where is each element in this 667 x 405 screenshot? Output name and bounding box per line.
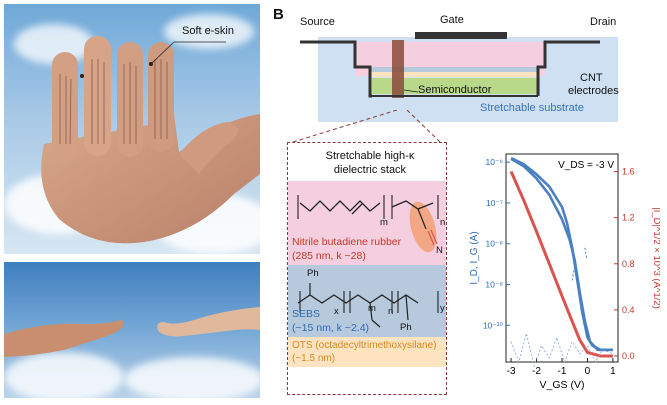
sebs-ph-top: Ph <box>307 268 319 279</box>
sebs-n: n <box>388 306 394 317</box>
nbr-m: m <box>380 217 388 228</box>
ots-section <box>288 337 446 367</box>
y-right-axis-label: |I_D|^1/2 × 10^3 (A^1/2) <box>651 207 660 309</box>
sebs-ph-bottom: Ph <box>400 322 412 333</box>
hands-touching-photo <box>4 262 260 398</box>
y-right-tick-label: 1.2 <box>622 213 635 223</box>
y-right-tick-label: 0.0 <box>622 351 635 361</box>
hand-illustration <box>41 36 260 244</box>
nbr-props: (285 nm, k ~28) <box>292 250 366 262</box>
x-tick-label: 0 <box>585 366 591 377</box>
drain-label: Drain <box>590 16 617 28</box>
electrodes-label: electrodes <box>568 85 619 97</box>
nbr-structure <box>297 195 439 253</box>
nbr-nitrogen: N <box>436 245 443 256</box>
stack-title-1: Stretchable high-κ <box>325 150 415 162</box>
y-right-tick-label: 1.6 <box>622 167 635 177</box>
y-right-tick-label: 0.4 <box>622 305 635 315</box>
series-i-d-forward- <box>510 156 613 352</box>
plot-frame <box>505 153 619 363</box>
stack-title-2: dielectric stack <box>333 164 407 176</box>
hands-illustration <box>4 307 260 357</box>
ots-props: (~1.5 nm) <box>292 353 336 364</box>
dielectric-stack-box <box>287 142 447 395</box>
cnt-label: CNT <box>580 72 603 84</box>
gate-label: Gate <box>440 14 464 26</box>
sebs-x: x <box>334 306 339 317</box>
y-left-tick-label: 10⁻⁶ <box>486 157 503 167</box>
source-label: Source <box>300 16 335 28</box>
nbr-name: Nitrile butadiene rubber <box>292 236 402 248</box>
nbr-n: n <box>440 217 446 228</box>
sebs-m: m <box>368 303 376 314</box>
ots-layer <box>370 72 538 77</box>
x-axis-label: V_GS (V) <box>540 379 585 391</box>
y-left-tick-label: 10⁻⁷ <box>486 198 503 208</box>
ots-name: OTS (octadecyltrimethoxysilane) <box>292 340 437 351</box>
sebs-props: (~15 nm, k ~2.4) <box>292 322 370 334</box>
device-cross-section <box>300 32 618 122</box>
transfer-chart: -3 -2 -1 0 1 10⁻⁶ 10⁻⁷ 10⁻⁸ 10⁻⁹ 10⁻¹⁰ 1.6 1.2 0.8 0.… <box>468 140 662 395</box>
sebs-y: y <box>440 303 445 314</box>
zoom-lines <box>292 110 441 143</box>
sweep-arrow-up <box>571 268 575 281</box>
gate-electrode <box>415 32 507 39</box>
sebs-name: SEBS <box>292 308 321 320</box>
hand-photo <box>4 4 260 254</box>
transfer-chart-svg: -3 -2 -1 0 1 10⁻⁶ 10⁻⁷ 10⁻⁸ 10⁻⁹ 10⁻¹⁰ 1.6 1.2 0.8 0.… <box>469 153 662 391</box>
substrate-label: Stretchable substrate <box>480 102 584 114</box>
y-left-axis-label: I_D, I_G (A) <box>469 231 480 284</box>
x-tick-label: -1 <box>558 366 567 377</box>
x-tick-label: -3 <box>507 366 516 377</box>
series-i-d-reverse- <box>510 157 613 352</box>
soft-eskin-callout: Soft e-skin <box>182 25 234 37</box>
y-left-tick-label: 10⁻¹⁰ <box>483 320 504 330</box>
drain-electrode <box>536 40 600 96</box>
panel-label-b: B <box>273 6 284 23</box>
y-right-tick-label: 0.8 <box>622 259 635 269</box>
vds-annotation: V_DS = -3 V <box>558 160 614 171</box>
y-left-tick-label: 10⁻⁸ <box>485 239 503 249</box>
y-left-tick-label: 10⁻⁹ <box>485 280 503 290</box>
semiconductor-label: Semiconductor <box>418 84 492 96</box>
semiconductor-layer <box>372 78 540 94</box>
sweep-arrow-down <box>584 247 588 260</box>
sebs-layer <box>370 67 538 72</box>
x-tick-label: -2 <box>532 366 541 377</box>
cross-section-marker <box>392 40 404 98</box>
series-sqrt-i-d- <box>509 170 613 358</box>
sebs-structure <box>297 283 439 328</box>
x-tick-label: 1 <box>610 366 616 377</box>
series-i-g-noise- <box>510 333 614 368</box>
source-electrode <box>300 40 372 98</box>
